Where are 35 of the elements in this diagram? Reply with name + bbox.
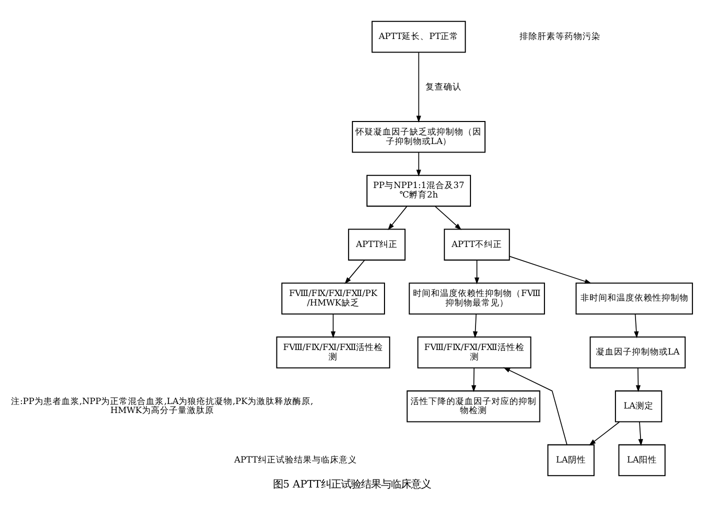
node-box: PP与NPP1:1混合及37℃孵育2h	[366, 174, 471, 207]
arrow	[638, 422, 644, 446]
edge-label: 复查确认	[426, 82, 462, 92]
node-box: 非时间和温度依赖性抑制物	[576, 282, 693, 314]
arrow	[634, 314, 639, 338]
node-box: 活性下降的凝血因子对应的抑制物检测	[406, 390, 540, 422]
node-box: LA测定	[614, 390, 662, 422]
node-box: APTT不纠正	[444, 228, 510, 261]
node-box: LA阴性	[547, 444, 595, 476]
label: APTT纠正试验结果与临床意义	[234, 455, 357, 466]
label: 注:PP为患者血浆,NPP为正常混合血浆,LA为狼疮抗凝物,PK为激肽释放酶原,HMWK为高分子量激肽原	[11, 396, 314, 416]
arrow	[344, 260, 365, 284]
arrow	[588, 422, 620, 446]
arrow	[474, 260, 480, 284]
node-box: LA阳性	[618, 444, 666, 476]
node-box: 时间和温度依赖性抑制物（FⅧ抑制物最常见）	[408, 282, 545, 314]
arrow	[330, 314, 336, 338]
arrow	[388, 206, 408, 230]
node-box: 凝血因子抑制物或LA	[590, 336, 686, 368]
arrow	[636, 368, 641, 392]
node-box: 怀疑凝血因子缺乏或抑制物（因子抑制物或LA）	[352, 120, 486, 153]
arrow	[509, 256, 592, 284]
label: 排除肝素等药物污染	[519, 32, 600, 42]
arrow	[434, 206, 462, 230]
node-box: FⅧ/FⅨ/FⅪ/FⅫ活性检测	[417, 336, 532, 368]
node-box: APTT纠正	[348, 228, 406, 261]
arrow	[416, 152, 422, 177]
node-box: FⅧ/FⅨ/FⅪ/FⅫ活性检测	[276, 336, 390, 368]
arrow	[503, 367, 568, 445]
caption: 图5 APTT纠正试验结果与临床意义	[273, 478, 431, 490]
node-box: APTT延长、PT正常	[372, 20, 466, 53]
arrow	[472, 314, 478, 338]
arrow	[416, 52, 422, 123]
node-box: FⅧ/FⅨ/FⅪ/FⅫ/PK/HMWK缺乏	[281, 282, 386, 314]
arrow	[471, 368, 476, 392]
